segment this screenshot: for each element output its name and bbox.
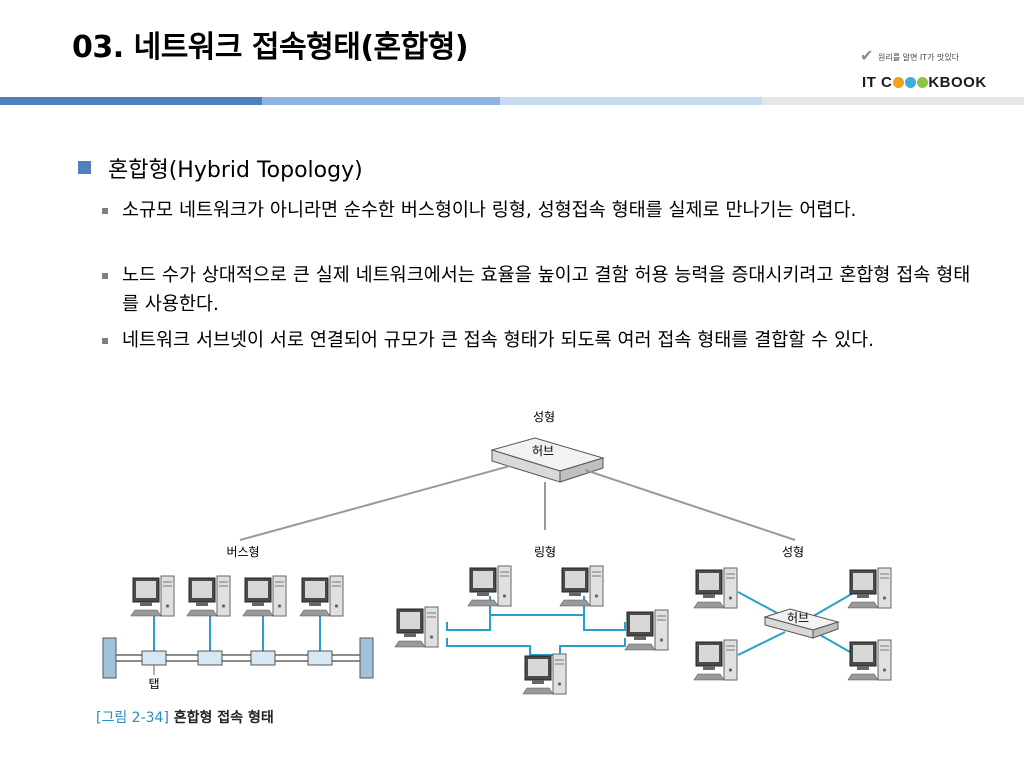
figure-number: [그림 2-34] xyxy=(96,710,169,726)
top-hub: 허브 xyxy=(490,437,605,483)
small-square-bullet-icon xyxy=(102,273,108,279)
top-star-label: 성형 xyxy=(533,410,555,424)
star-network: 허브 xyxy=(693,567,892,681)
bus-network: 탭 xyxy=(102,575,374,691)
hybrid-topology-diagram: 허브 성형 버스형 링형 성형 탭 xyxy=(102,410,892,695)
slide-title: 03. 네트워크 접속형태(혼합형) xyxy=(72,30,469,65)
ring-network xyxy=(394,565,669,695)
star-hub-label: 허브 xyxy=(787,611,809,625)
small-square-bullet-icon xyxy=(102,338,108,344)
small-square-bullet-icon xyxy=(102,208,108,214)
square-bullet-icon xyxy=(78,161,91,174)
check-icon: ✔ xyxy=(860,46,874,65)
hub-label: 허브 xyxy=(532,444,554,458)
figure-title: 혼합형 접속 형태 xyxy=(173,710,274,726)
ring-label: 링형 xyxy=(534,545,556,559)
bus-label: 버스형 xyxy=(226,545,259,559)
figure-caption: [그림 2-34] 혼합형 접속 형태 xyxy=(96,707,274,727)
logo-tagline: 원리를 알면 IT가 맛있다 xyxy=(878,53,960,62)
tap-label: 탭 xyxy=(148,677,159,691)
star-label: 성형 xyxy=(782,545,804,559)
title-underline-bar xyxy=(0,97,1024,105)
